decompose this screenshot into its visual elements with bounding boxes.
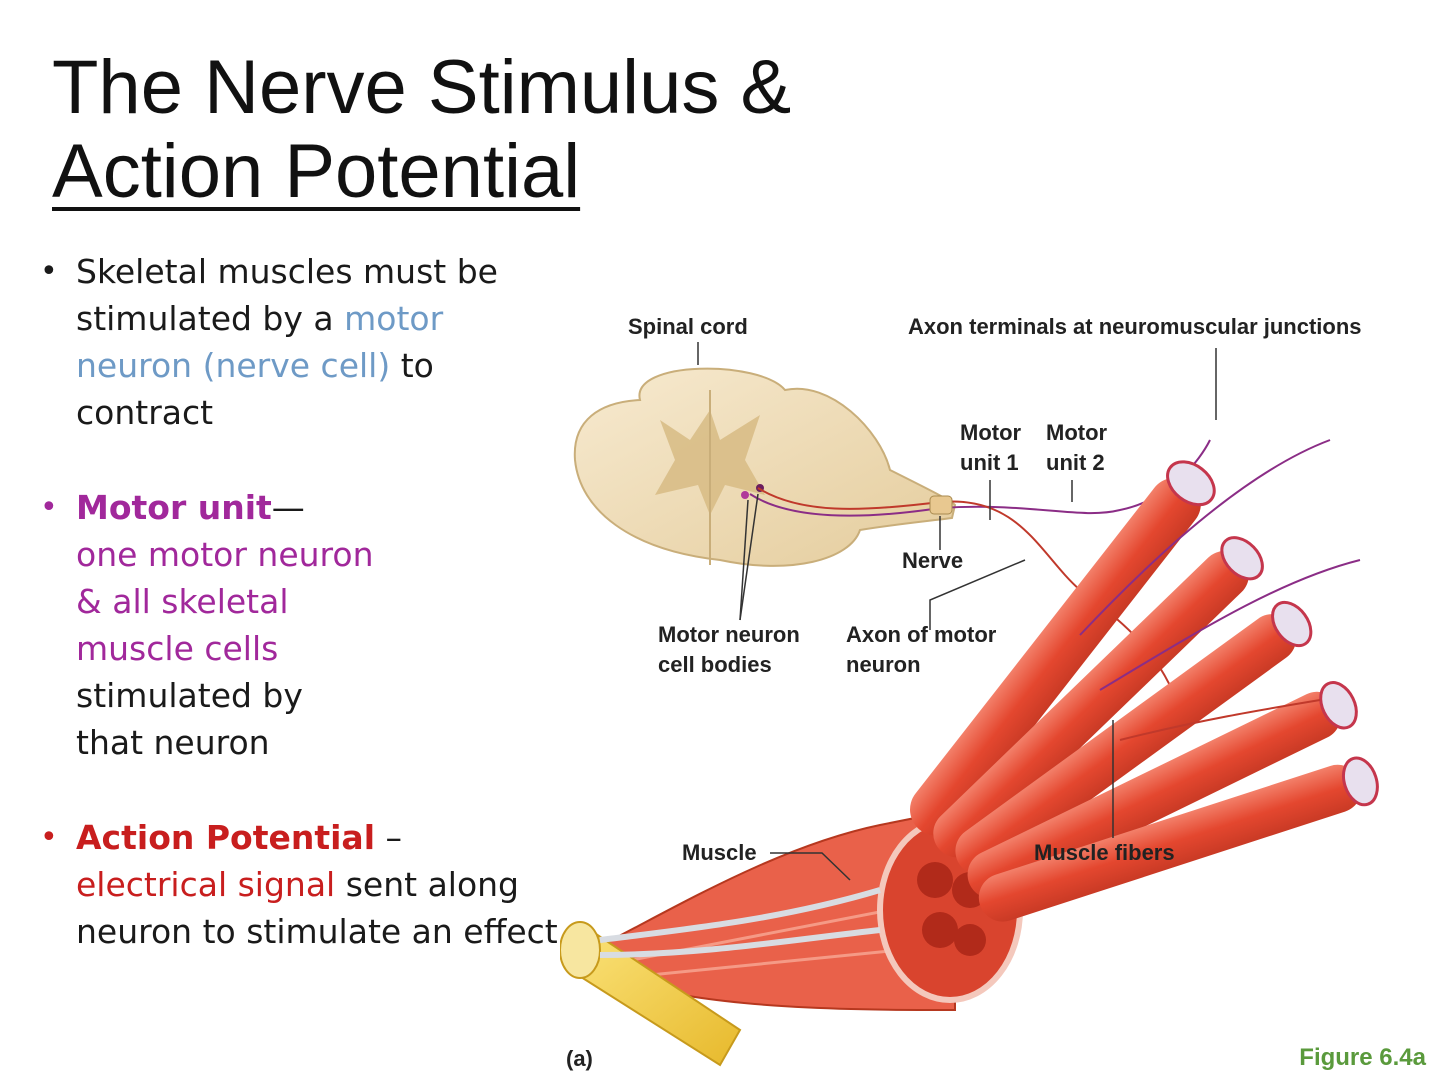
- bullet-list: • Skeletal muscles must be stimulated by…: [40, 248, 560, 1003]
- bullet-text: sent along neuron to stimulate an effect: [76, 865, 558, 951]
- slide-title: The Nerve Stimulus & Action Potential: [52, 46, 791, 214]
- motor-neuron-term: motor neuron (nerve cell): [76, 299, 444, 385]
- label-axon-of-motor-neuron: Axon of motor neuron: [846, 622, 997, 677]
- bullet-dash: –: [375, 818, 403, 857]
- label-motor-neuron-cell-bodies: Motor neuron cell bodies: [658, 622, 800, 677]
- title-line-2: Action Potential: [52, 129, 581, 214]
- title-line-1: The Nerve Stimulus &: [52, 45, 792, 130]
- label-nerve: Nerve: [902, 548, 964, 573]
- spinal-cord-shape: [573, 367, 957, 567]
- electrical-signal-term: electrical signal: [76, 865, 336, 904]
- action-potential-term: Action Potential: [76, 818, 376, 857]
- bullet-text: stimulated by that neuron: [76, 676, 303, 762]
- bullet-text: Skeletal muscles must be stimulated by a: [76, 252, 498, 338]
- bullet-dot-icon: •: [40, 254, 58, 289]
- bullet-dot-icon: •: [40, 490, 58, 525]
- label-spinal-cord: Spinal cord: [628, 314, 748, 339]
- diagram-illustration: [559, 342, 1379, 1067]
- bullet-dot-icon: •: [40, 820, 58, 855]
- motor-unit-definition: one motor neuron & all skeletal muscle c…: [76, 535, 374, 668]
- muscle-fibers-shape: [910, 439, 1379, 922]
- bullet-dash: —: [271, 488, 305, 527]
- motor-unit-term: Motor unit: [76, 488, 272, 527]
- label-motor-unit-1: Motor unit 1: [960, 420, 1022, 475]
- motor-unit-diagram: Spinal cord Axon terminals at neuromuscu…: [559, 290, 1440, 1080]
- bullet-skeletal-muscles: • Skeletal muscles must be stimulated by…: [40, 248, 560, 436]
- bullet-action-potential: • Action Potential – electrical signal s…: [40, 814, 560, 955]
- figure-caption: Figure 6.4a: [1299, 1044, 1426, 1071]
- bullet-motor-unit: • Motor unit— one motor neuron & all ske…: [40, 484, 560, 766]
- label-axon-terminals: Axon terminals at neuromuscular junction…: [908, 314, 1362, 339]
- label-muscle: Muscle: [682, 840, 757, 865]
- label-motor-unit-2: Motor unit 2: [1046, 420, 1108, 475]
- label-panel-a: (a): [566, 1046, 593, 1071]
- bullet-text: to contract: [76, 346, 434, 432]
- label-muscle-fibers: Muscle fibers: [1034, 840, 1175, 865]
- tendon-shape: [559, 887, 881, 1067]
- leader-lines: [697, 342, 1217, 881]
